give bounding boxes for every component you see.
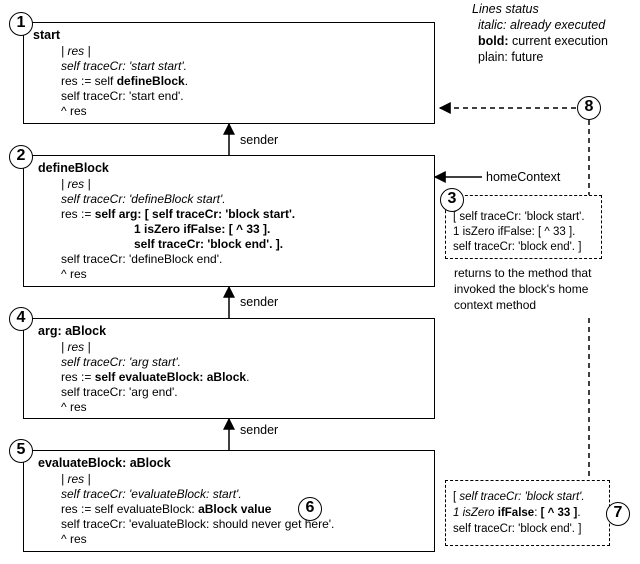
code-line: | res |	[61, 177, 91, 191]
code-segment: res := self	[61, 74, 117, 88]
code-line: ^ res	[61, 104, 87, 118]
method-title: evaluateBlock: aBlock	[38, 456, 171, 470]
code-segment: .	[577, 507, 581, 519]
code-line: 1 isZero ifFalse: [ ^ 33 ].	[453, 506, 581, 521]
code-segment: res :=	[61, 207, 95, 221]
code-line: [ self traceCr: 'block start'.	[453, 490, 585, 505]
code-line: | res |	[61, 340, 91, 354]
step-marker-1: 1	[9, 12, 33, 36]
method-box-evaluateblock: evaluateBlock: aBlock | res | self trace…	[23, 450, 435, 552]
method-title: defineBlock	[38, 161, 109, 175]
code-segment: [	[453, 491, 460, 503]
code-line: self traceCr: 'start start'.	[61, 59, 187, 73]
step-marker-5: 5	[9, 439, 33, 463]
returns-note-line: invoked the block's home	[454, 282, 589, 296]
code-line: self traceCr: 'evaluateBlock: should nev…	[61, 517, 335, 531]
code-line: [ self traceCr: 'block start'.	[453, 211, 585, 223]
method-title: start	[33, 28, 61, 42]
code-line: self traceCr: 'defineBlock end'.	[61, 252, 223, 266]
code-line: | res |	[61, 472, 91, 486]
legend-italic-desc: already executed	[509, 18, 606, 32]
step-marker-8: 8	[577, 96, 601, 120]
code-line: self traceCr: 'arg start'.	[61, 355, 181, 369]
step-marker-4: 4	[9, 307, 33, 331]
legend-italic-key: italic:	[478, 18, 507, 32]
code-line: ^ res	[61, 267, 87, 281]
code-segment: .	[184, 74, 189, 88]
legend-plain-desc: future	[511, 50, 544, 64]
code-line: 1 isZero ifFalse: [ ^ 33 ].	[134, 222, 271, 236]
code-line: self traceCr: 'block end'. ]	[453, 523, 582, 535]
code-segment: .	[246, 370, 250, 384]
code-line: | res |	[61, 44, 91, 58]
returns-note-line: returns to the method that	[454, 266, 592, 280]
code-line: self traceCr: 'start end'.	[61, 89, 184, 103]
code-line: self traceCr: 'evaluateBlock: start'.	[61, 487, 242, 501]
block-box-executing: [ self traceCr: 'block start'. 1 isZero …	[445, 480, 610, 546]
method-box-start: start | res | self traceCr: 'start start…	[23, 22, 435, 124]
method-box-arg: arg: aBlock | res | self traceCr: 'arg s…	[23, 318, 435, 419]
code-line: self traceCr: 'arg end'.	[61, 385, 178, 399]
code-segment-current: defineBlock	[116, 74, 185, 88]
code-segment-current: [ ^ 33 ]	[540, 507, 578, 519]
code-line: res := self defineBlock.	[61, 74, 188, 89]
step-marker-3: 3	[440, 188, 464, 212]
code-line: ^ res	[61, 532, 87, 546]
code-line: res := self evaluateBlock: aBlock.	[61, 370, 249, 385]
sender-label: sender	[240, 133, 279, 147]
code-segment: :	[534, 507, 541, 519]
method-box-defineblock: defineBlock | res | self traceCr: 'defin…	[23, 155, 435, 287]
block-box-definition: [ self traceCr: 'block start'. 1 isZero …	[445, 195, 602, 259]
legend-bold-desc: current execution	[512, 34, 608, 48]
legend-bold-key: bold:	[478, 34, 509, 48]
code-segment-current: aBlock value	[198, 502, 272, 516]
returns-note-line: context method	[454, 298, 537, 312]
code-segment-current: ifFalse	[497, 507, 535, 519]
code-segment: res := self evaluateBlock:	[61, 502, 199, 516]
legend-plain: plain: future	[478, 50, 543, 64]
legend-title: Lines status	[472, 2, 539, 16]
code-segment-executed: self traceCr: 'block start'.	[459, 491, 585, 503]
step-marker-2: 2	[9, 145, 33, 169]
code-line: res := self arg: [ self traceCr: 'block …	[61, 207, 295, 222]
code-line: res := self evaluateBlock: aBlock value	[61, 502, 271, 517]
step-marker-7: 7	[606, 502, 630, 526]
code-segment-executed: 1 isZero	[453, 507, 498, 519]
code-segment-current: self arg: [ self traceCr: 'block start'.	[94, 207, 296, 221]
code-line: self traceCr: 'block end'. ]	[453, 241, 582, 253]
method-title: arg: aBlock	[38, 324, 107, 338]
step-marker-6: 6	[298, 497, 322, 521]
code-segment-current: self evaluateBlock: aBlock	[94, 370, 247, 384]
code-line: ^ res	[61, 400, 87, 414]
legend-italic: italic: already executed	[478, 18, 605, 32]
legend-bold: bold: current execution	[478, 34, 608, 48]
sender-label: sender	[240, 423, 279, 437]
legend-plain-key: plain:	[478, 50, 508, 64]
code-line: self traceCr: 'block end'. ].	[134, 237, 284, 251]
sender-label: sender	[240, 295, 279, 309]
code-line: self traceCr: 'defineBlock start'.	[61, 192, 226, 206]
code-segment: res :=	[61, 370, 95, 384]
code-line: 1 isZero ifFalse: [ ^ 33 ].	[453, 226, 576, 238]
home-context-label: homeContext	[486, 170, 561, 184]
